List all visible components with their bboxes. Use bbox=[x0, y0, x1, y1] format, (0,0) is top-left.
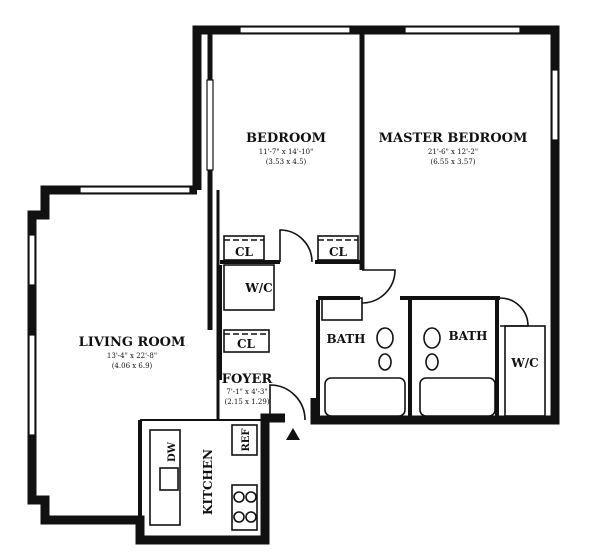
dishwasher-label: DW bbox=[167, 441, 178, 462]
bedroom-label: BEDROOM bbox=[246, 131, 326, 146]
doors bbox=[269, 229, 529, 421]
living-room-label: LIVING ROOM bbox=[79, 335, 186, 350]
closets bbox=[223, 235, 546, 417]
bedroom-dims: 11'-7" x 14'-10" bbox=[259, 148, 314, 156]
master-bedroom-dims-metric: (6.55 x 3.57) bbox=[430, 158, 475, 166]
bath-fixtures bbox=[324, 327, 496, 417]
kitchen-fixtures bbox=[149, 424, 258, 531]
exterior-walls bbox=[27, 25, 560, 545]
bath-label: BATH bbox=[448, 329, 487, 343]
closet-label: CL bbox=[329, 245, 348, 259]
refrigerator-label: REF bbox=[241, 428, 252, 451]
master-bedroom-dims: 21'-6" x 12'-2" bbox=[428, 148, 478, 156]
living-room-dims: 13'-4" x 22'-8" bbox=[107, 352, 157, 360]
foyer-dims-metric: (2.15 x 1.29) bbox=[224, 398, 269, 406]
closet-label: CL bbox=[235, 245, 254, 259]
living-room-dims-metric: (4.06 x 6.9) bbox=[112, 362, 153, 370]
foyer-label: FOYER bbox=[222, 372, 273, 387]
foyer-dims: 7'-1" x 4'-3" bbox=[226, 388, 267, 396]
kitchen-label: KITCHEN bbox=[201, 449, 215, 515]
master-bedroom-label: MASTER BEDROOM bbox=[379, 131, 528, 146]
windows bbox=[28, 26, 559, 436]
wc-label: W/C bbox=[244, 281, 272, 295]
closet-label: CL bbox=[237, 337, 256, 351]
bedroom-dims-metric: (3.53 x 4.5) bbox=[266, 158, 307, 166]
wc-label: W/C bbox=[510, 356, 538, 370]
interior-walls bbox=[138, 32, 500, 520]
bath-label: BATH bbox=[326, 332, 365, 346]
entry-arrow-icon bbox=[286, 428, 300, 440]
